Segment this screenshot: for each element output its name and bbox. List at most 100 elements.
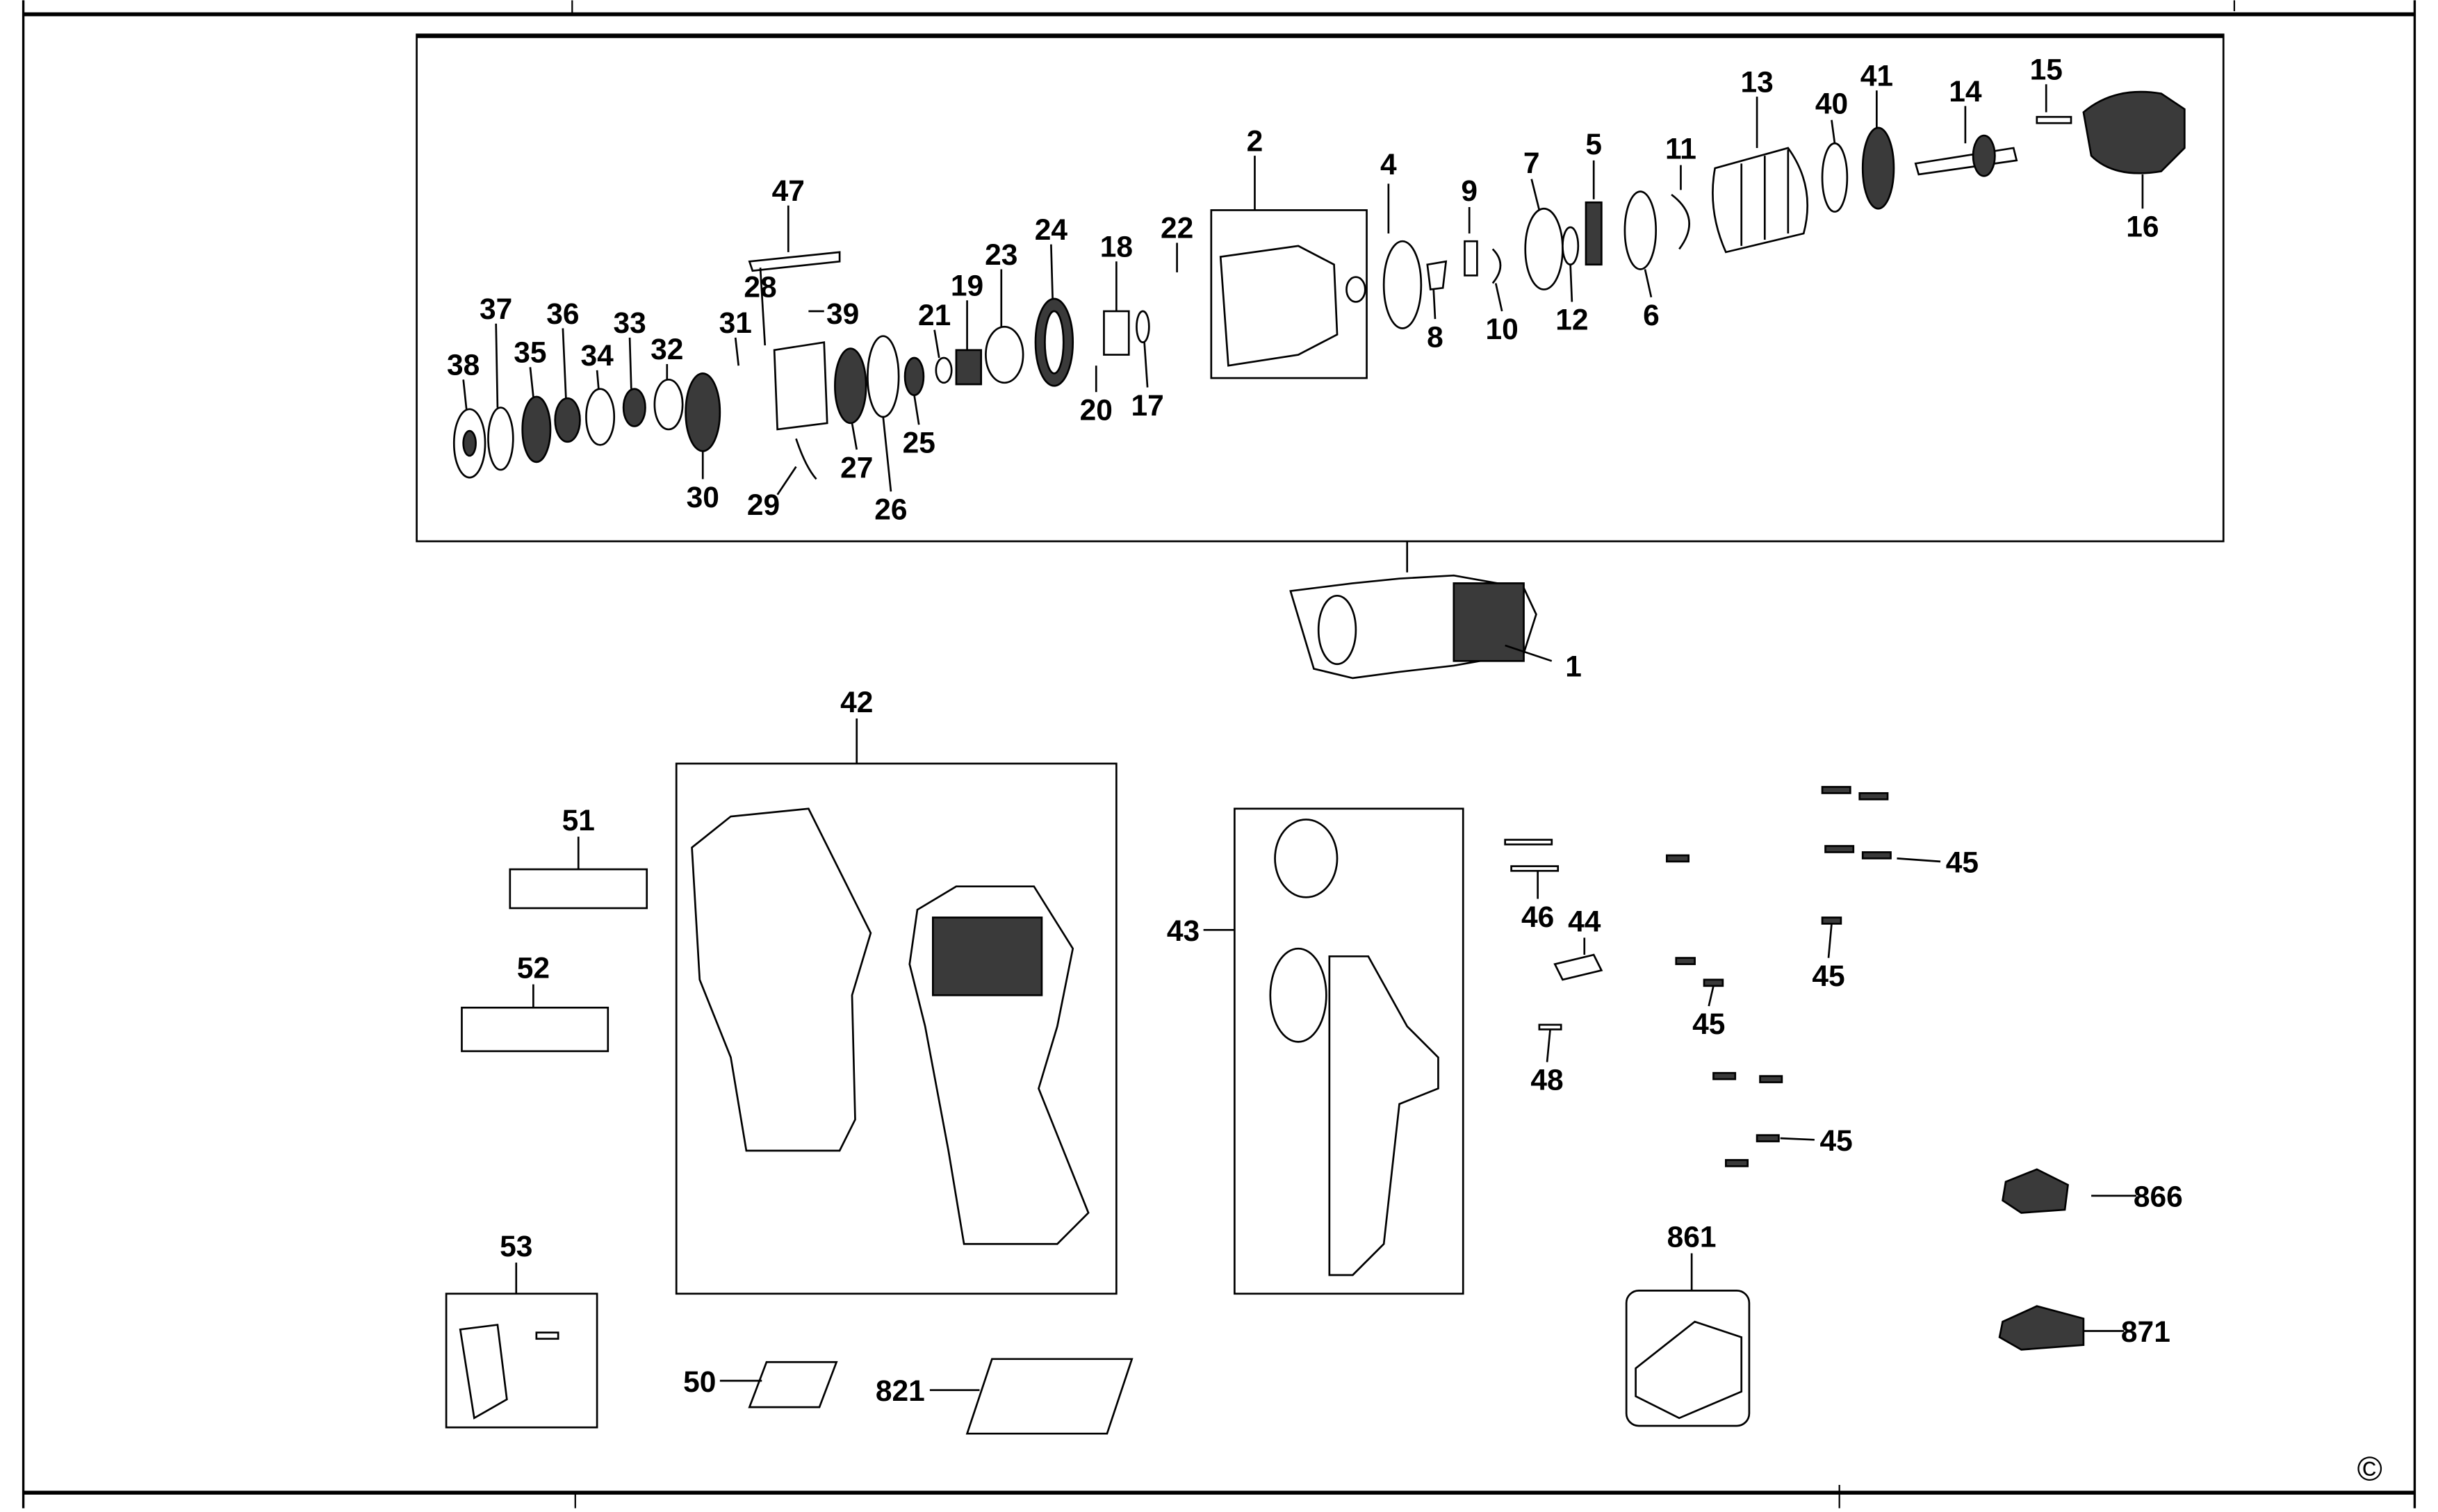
part-16 bbox=[2082, 90, 2186, 174]
leader-line bbox=[913, 395, 920, 425]
part-pcb bbox=[1274, 819, 1339, 898]
callout-52: 52 bbox=[517, 953, 550, 985]
part-41 bbox=[1861, 126, 1895, 210]
leader-line bbox=[1780, 1137, 1815, 1141]
manual-821 bbox=[965, 1358, 1134, 1435]
leader-line bbox=[1050, 244, 1054, 299]
sheet-frame bbox=[22, 0, 2416, 1509]
part-29 bbox=[795, 438, 817, 480]
callout-15: 15 bbox=[2030, 54, 2063, 87]
part-40 bbox=[1821, 142, 1849, 213]
screws-45 bbox=[1665, 786, 1892, 1167]
leader-line bbox=[1827, 923, 1833, 958]
callout-26: 26 bbox=[874, 494, 907, 527]
charger-871 bbox=[1998, 1305, 2085, 1351]
part-35 bbox=[521, 395, 552, 463]
leader-line bbox=[529, 367, 534, 397]
leader-line bbox=[1569, 264, 1573, 302]
part-18 bbox=[1103, 310, 1130, 356]
callout-44: 44 bbox=[1568, 906, 1601, 939]
part-8 bbox=[1426, 260, 1448, 291]
belt-clip-box-53 bbox=[445, 1292, 598, 1429]
callout-24: 24 bbox=[1035, 214, 1068, 247]
part-9 bbox=[1464, 240, 1478, 277]
callout-42: 42 bbox=[840, 687, 873, 719]
callout-11: 11 bbox=[1665, 133, 1696, 166]
callout-45: 45 bbox=[1946, 847, 1979, 880]
callout-32: 32 bbox=[651, 334, 683, 366]
callout-53: 53 bbox=[500, 1231, 532, 1263]
leader-line bbox=[851, 422, 858, 450]
callout-6: 6 bbox=[1643, 299, 1660, 332]
callout-35: 35 bbox=[514, 337, 546, 370]
leader-line bbox=[1708, 985, 1715, 1007]
leader-line bbox=[1432, 289, 1437, 320]
part-28 bbox=[773, 341, 828, 431]
part-23 bbox=[985, 325, 1024, 384]
label-51 bbox=[509, 868, 648, 910]
callout-45: 45 bbox=[1820, 1125, 1853, 1158]
part-2-box bbox=[1210, 209, 1368, 379]
callout-2: 2 bbox=[1247, 125, 1263, 158]
part-10 bbox=[1491, 248, 1502, 284]
callout-41: 41 bbox=[1860, 60, 1893, 92]
leader-line bbox=[462, 379, 468, 409]
callout-861: 861 bbox=[1667, 1222, 1717, 1254]
part-33 bbox=[622, 388, 646, 427]
part-47 bbox=[748, 251, 841, 272]
callout-17: 17 bbox=[1131, 390, 1163, 422]
callout-37: 37 bbox=[480, 293, 512, 326]
part-6 bbox=[1623, 190, 1658, 270]
part-4 bbox=[1382, 240, 1423, 329]
part-12 bbox=[1562, 226, 1580, 266]
callout-47: 47 bbox=[772, 175, 805, 208]
part-26 bbox=[867, 335, 900, 418]
callout-22: 22 bbox=[1161, 213, 1193, 245]
callout-36: 36 bbox=[546, 298, 579, 331]
leader-line bbox=[1897, 857, 1941, 863]
callout-25: 25 bbox=[903, 427, 935, 459]
copyright-mark: © bbox=[2357, 1449, 2382, 1488]
callout-14: 14 bbox=[1949, 76, 1982, 108]
callout-23: 23 bbox=[985, 239, 1017, 272]
part-32 bbox=[653, 378, 684, 431]
part-36 bbox=[554, 397, 581, 443]
leader-line bbox=[776, 466, 797, 495]
part-17 bbox=[1136, 310, 1150, 343]
callout-38: 38 bbox=[447, 350, 480, 382]
group-boxes bbox=[416, 33, 2225, 1435]
part-25 bbox=[903, 356, 925, 397]
motor bbox=[1269, 947, 1327, 1043]
housing-half-left bbox=[691, 807, 872, 1152]
part-44 bbox=[1553, 953, 1603, 981]
leader-line bbox=[933, 329, 940, 359]
part-15 bbox=[2036, 115, 2072, 124]
part-11 bbox=[1671, 194, 1690, 250]
callout-16: 16 bbox=[2126, 211, 2159, 243]
motor-box-43 bbox=[1234, 807, 1464, 1295]
leader-line bbox=[1494, 283, 1503, 312]
callout-29: 29 bbox=[747, 489, 780, 522]
leader-line bbox=[734, 337, 740, 366]
callout-821: 821 bbox=[876, 1375, 925, 1408]
callout-51: 51 bbox=[562, 805, 595, 837]
leader-line bbox=[1546, 1029, 1551, 1062]
leader-line bbox=[759, 268, 767, 346]
part-5 bbox=[1585, 201, 1603, 266]
manual-50 bbox=[748, 1361, 838, 1408]
part-illustrations bbox=[452, 90, 2186, 1420]
callout-4: 4 bbox=[1380, 149, 1397, 181]
callout-13: 13 bbox=[1740, 66, 1773, 99]
callout-46: 46 bbox=[1521, 901, 1554, 934]
callout-43: 43 bbox=[1167, 915, 1200, 948]
case-box-861 bbox=[1625, 1290, 1751, 1427]
callout-18: 18 bbox=[1100, 231, 1133, 264]
leader-line bbox=[1143, 342, 1149, 388]
part-2 bbox=[1219, 245, 1339, 367]
callout-50: 50 bbox=[683, 1366, 716, 1399]
leader-line bbox=[1505, 644, 1553, 662]
belt-clip bbox=[459, 1324, 508, 1420]
part-37 bbox=[487, 406, 514, 471]
callout-33: 33 bbox=[613, 307, 646, 340]
